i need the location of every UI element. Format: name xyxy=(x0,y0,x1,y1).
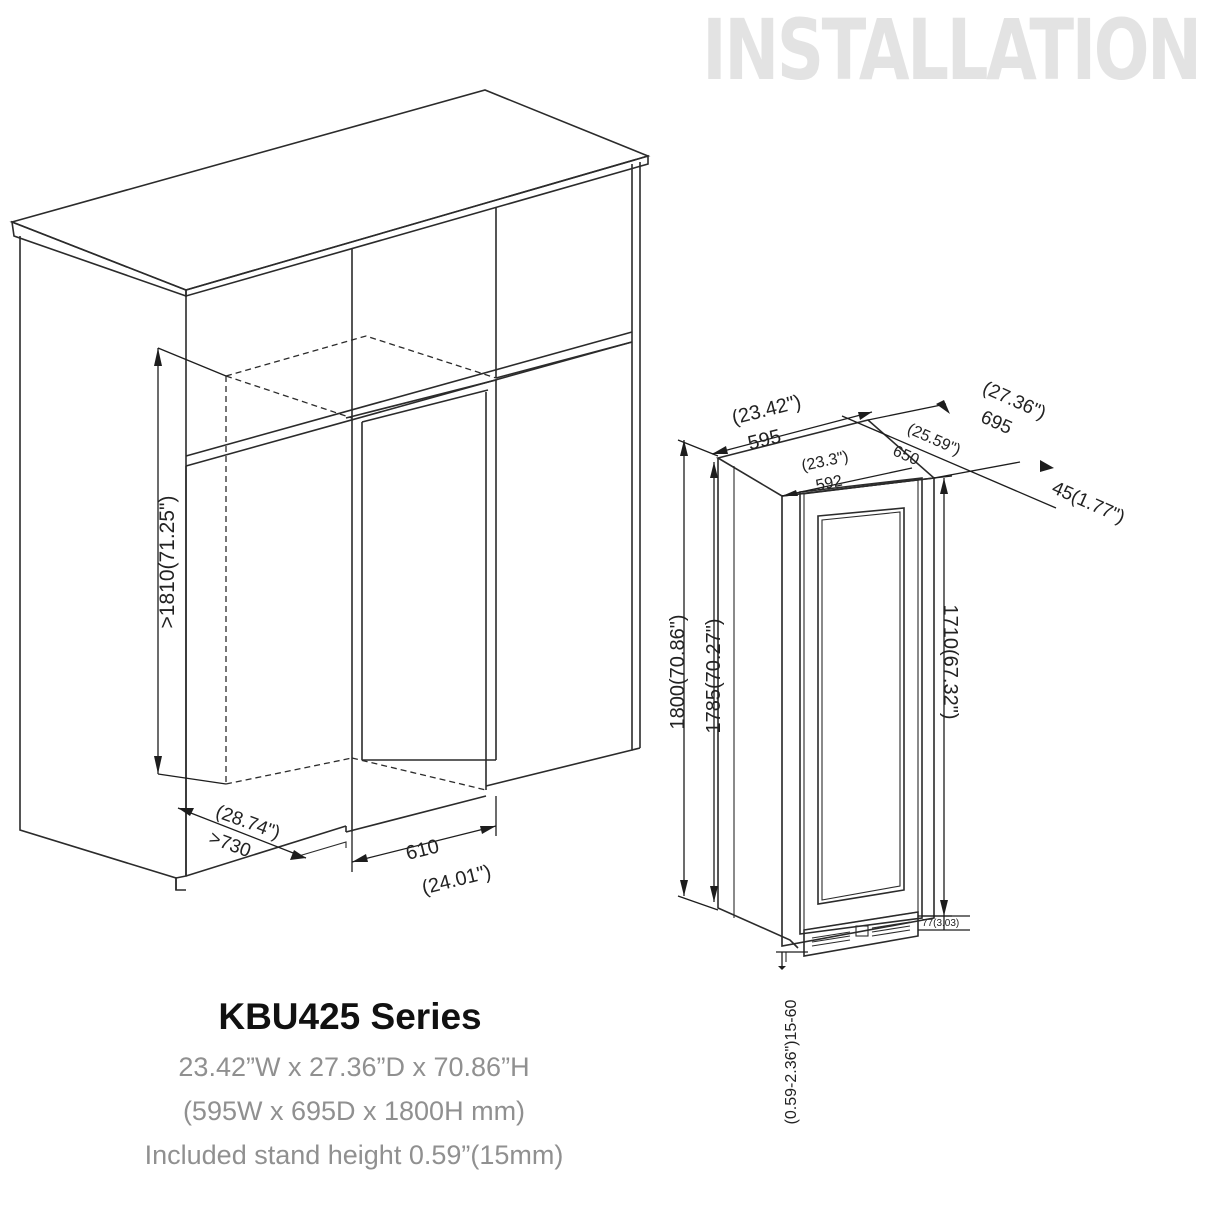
unit-kick-height-label: 77(3.03) xyxy=(922,918,959,929)
unit-total-height-label: 1800(70.86") xyxy=(667,615,689,730)
unit-width-inch-label: (23.42") xyxy=(730,391,804,429)
cabinet-width-mm-label: 610 xyxy=(404,835,442,864)
cabinet-depth-dimension xyxy=(177,807,307,860)
unit-leg-dimension xyxy=(776,951,808,970)
product-stand-note: Included stand height 0.59”(15mm) xyxy=(144,1140,564,1170)
unit-body-height-dimension xyxy=(710,462,718,902)
cabinet-height-label: >1810(71.25") xyxy=(156,496,179,629)
unit-width-dimension xyxy=(711,411,873,455)
product-series-title: KBU425 Series xyxy=(218,996,482,1037)
unit-total-height-dimension xyxy=(677,439,719,911)
cabinet-width-inch-label: (24.01") xyxy=(420,861,494,899)
unit-leg-range-label: (0.59-2.36")15-60 xyxy=(783,999,800,1124)
product-dimensions-mm: (595W x 695D x 1800H mm) xyxy=(182,1096,526,1126)
page-heading: INSTALLATION xyxy=(702,1,1203,99)
unit-inner-width-dimension xyxy=(781,467,913,497)
cabinet-drawing xyxy=(9,89,651,891)
unit-body-depth-mm-label: 650 xyxy=(890,443,921,469)
unit-door-offset-label: 45(1.77") xyxy=(1049,478,1128,529)
unit-width-mm-label: 595 xyxy=(746,425,784,454)
unit-inner-width-inch-label: (23.3") xyxy=(800,448,850,475)
unit-door-height-label: 1710(67.32") xyxy=(939,605,961,720)
unit-depth-dimension xyxy=(841,400,1057,509)
product-dimensions-inches: 23.42”W x 27.36”D x 70.86”H xyxy=(178,1052,530,1082)
unit-drawing xyxy=(715,419,936,962)
unit-body-height-label: 1785(70.27") xyxy=(703,619,725,734)
unit-kick-height-dimension xyxy=(918,915,970,931)
cabinet-width-dimension xyxy=(351,796,497,872)
unit-inner-width-mm-label: 592 xyxy=(814,472,844,494)
cabinet-height-dimension xyxy=(154,347,227,785)
unit-depth-mm-label: 695 xyxy=(977,407,1015,439)
